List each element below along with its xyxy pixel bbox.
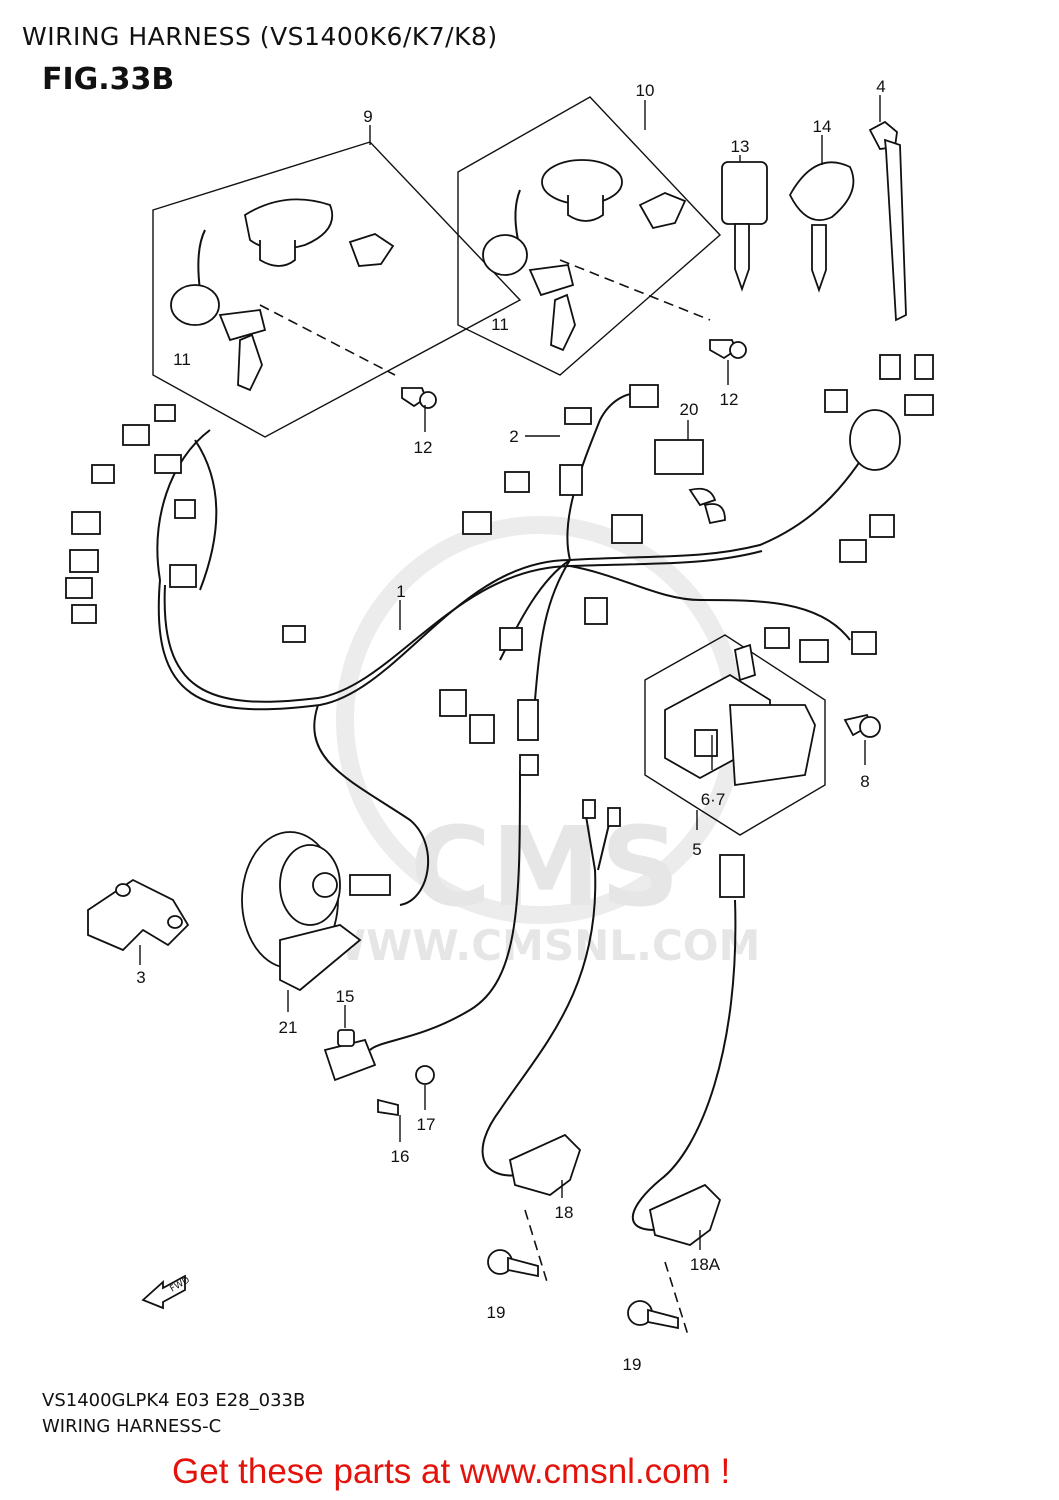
- page-title: WIRING HARNESS (VS1400K6/K7/K8): [22, 22, 498, 51]
- callout-11-left: 11: [173, 350, 191, 369]
- part-10-lock-set: [457, 96, 722, 376]
- callout-15: 15: [336, 987, 355, 1006]
- harness-connectors: [65, 354, 934, 898]
- callout-4: 4: [876, 77, 885, 96]
- callout-8: 8: [860, 772, 869, 791]
- callout-19-right: 19: [623, 1355, 642, 1374]
- part-18-switch-bracket: [508, 1133, 582, 1196]
- callout-5: 5: [692, 840, 701, 859]
- part-12-screw: [401, 339, 747, 409]
- callout-14: 14: [813, 117, 832, 136]
- watermark: CMS WWW.CMSNL.COM: [320, 516, 761, 970]
- part-3-bracket: [87, 878, 190, 952]
- part-13-blank-key: [721, 161, 768, 292]
- callout-2: 2: [509, 427, 518, 446]
- callout-20: 20: [680, 400, 699, 419]
- callout-21: 21: [279, 1018, 298, 1037]
- callout-16: 16: [391, 1147, 410, 1166]
- diagram-code: VS1400GLPK4 E03 E28_033B: [42, 1390, 306, 1411]
- watermark-brand: CMS: [410, 803, 679, 931]
- part-19-bolt: [487, 1209, 689, 1336]
- callout-17: 17: [417, 1115, 436, 1134]
- callout-18a: 18A: [690, 1255, 721, 1274]
- callout-12-right: 12: [720, 390, 739, 409]
- callout-3: 3: [136, 968, 145, 987]
- diagram-subtitle: WIRING HARNESS-C: [42, 1416, 222, 1437]
- part-8-screw: [843, 713, 881, 738]
- callout-1: 1: [396, 582, 405, 601]
- callout-10: 10: [636, 81, 655, 100]
- watermark-url: WWW.CMSNL.COM: [320, 921, 761, 970]
- part-1-main-harness: [156, 392, 901, 1231]
- part-17-screw: [415, 1065, 435, 1085]
- fwd-arrow-icon: FWD: [141, 1274, 192, 1310]
- part-18a-switch-bracket: [648, 1183, 722, 1246]
- part-15-switch: [323, 1029, 377, 1082]
- callout-6-7: 6·7: [701, 790, 726, 809]
- part-4-cable-tie: [868, 120, 907, 322]
- cta-link[interactable]: Get these parts at www.cmsnl.com !: [172, 1452, 731, 1491]
- callout-18: 18: [555, 1203, 574, 1222]
- part-16-screw: [377, 1098, 399, 1117]
- callout-13: 13: [731, 137, 750, 156]
- callout-11-right: 11: [491, 315, 509, 334]
- leader-lines: [139, 95, 881, 1250]
- callout-19-left: 19: [487, 1303, 506, 1322]
- part-21-horn: [241, 831, 362, 992]
- part-5-control-unit-kit: [644, 634, 826, 836]
- part-14-key: [788, 161, 855, 293]
- part-9-lock-set: [152, 141, 522, 438]
- callout-12-left: 12: [414, 438, 433, 457]
- figure-number: FIG.33B: [42, 62, 175, 97]
- callout-labels: 9 10 4 14 13 11 11 12 12 2 20 1 6·7 5 8 …: [136, 77, 885, 1374]
- callout-9: 9: [363, 107, 372, 126]
